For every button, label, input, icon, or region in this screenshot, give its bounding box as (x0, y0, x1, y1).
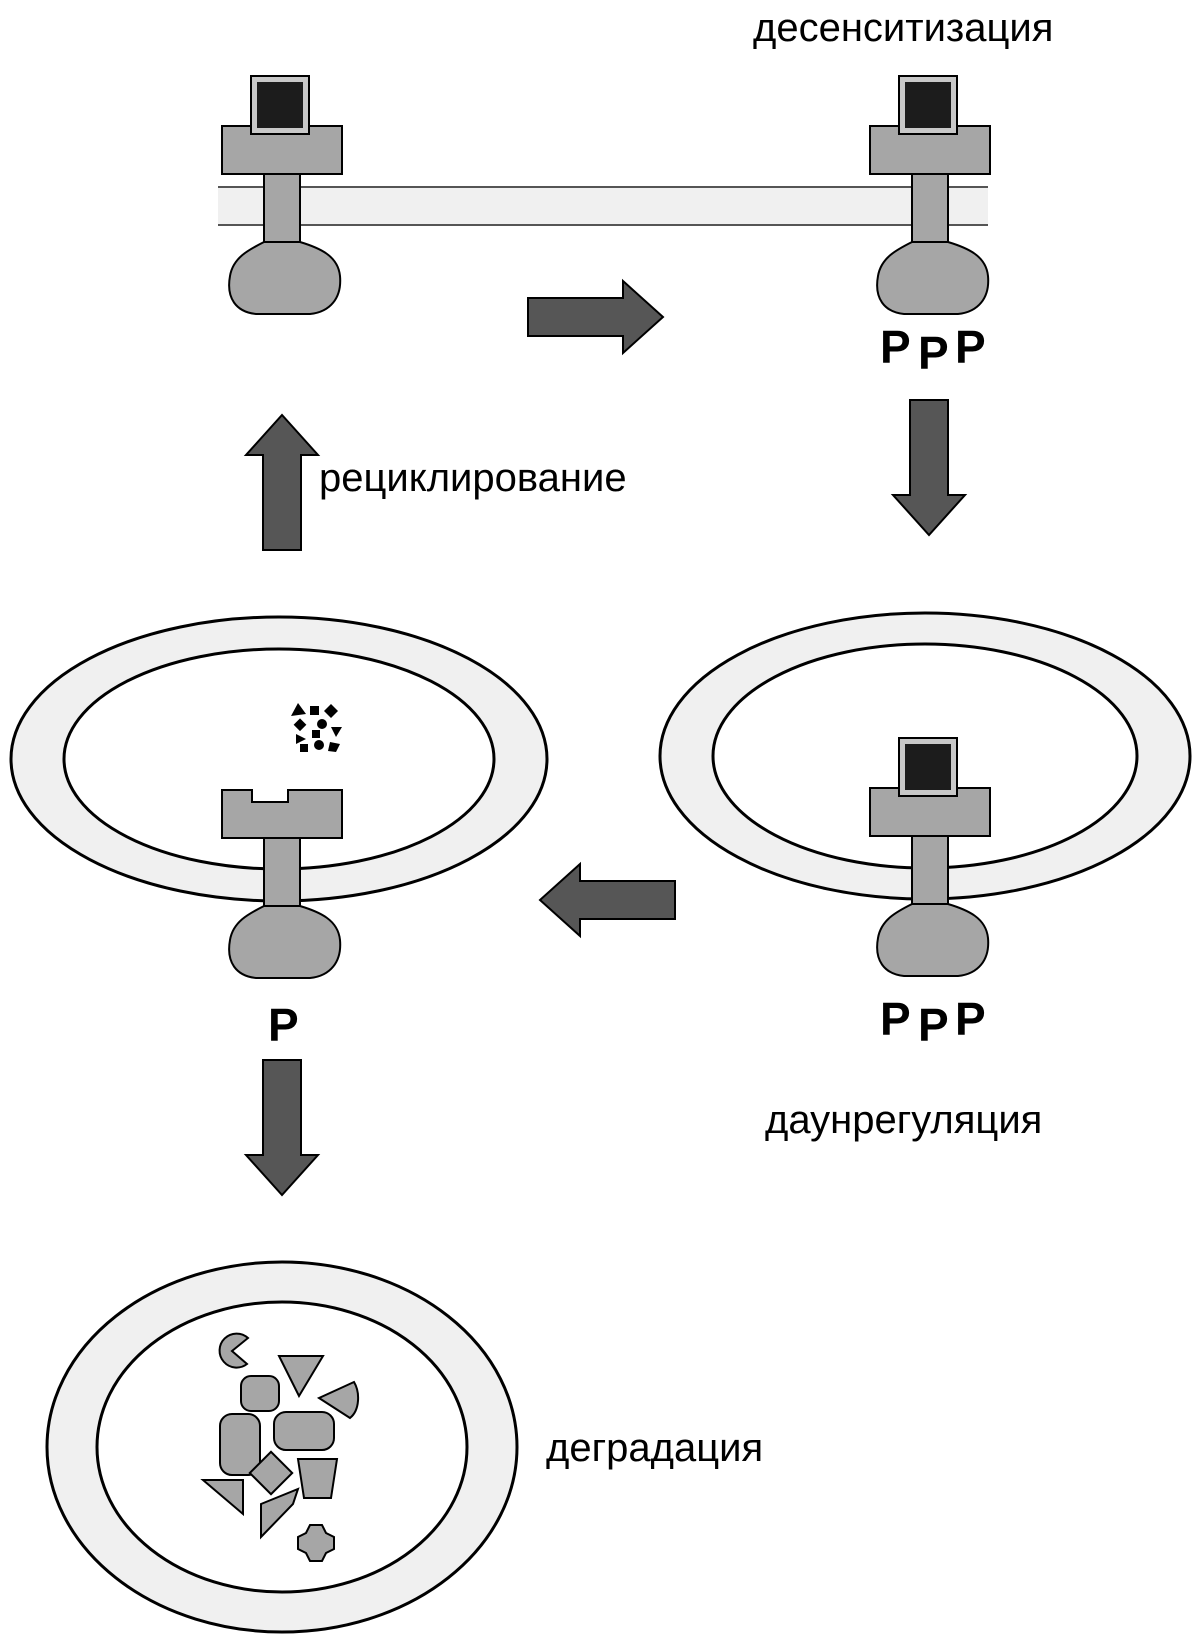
phospho-mark: P (955, 993, 986, 1045)
plasma-membrane (218, 186, 988, 226)
ligand-fragments (291, 703, 342, 752)
endosome-left (9, 615, 549, 903)
phospho-mark: P (268, 999, 299, 1051)
phospho-mark: P (918, 327, 949, 379)
downregulation-label: даунрегуляция (765, 1098, 1043, 1142)
arrow-recycling (245, 414, 319, 551)
phospho-mark: P (880, 321, 911, 373)
arrow-to-desensitization (527, 280, 664, 354)
recycling-label: рециклирование (319, 456, 627, 500)
phospho-mark: P (918, 999, 949, 1051)
phospho-mark: P (880, 993, 911, 1045)
arrow-to-degradation (245, 1059, 319, 1196)
degradation-label: деградация (546, 1426, 764, 1470)
arrow-to-dissociation (539, 863, 676, 937)
degraded-fragments (200, 1332, 360, 1562)
desensitization-label: десенситизация (753, 6, 1054, 50)
arrow-to-downregulation (892, 399, 966, 536)
phospho-mark: P (955, 321, 986, 373)
